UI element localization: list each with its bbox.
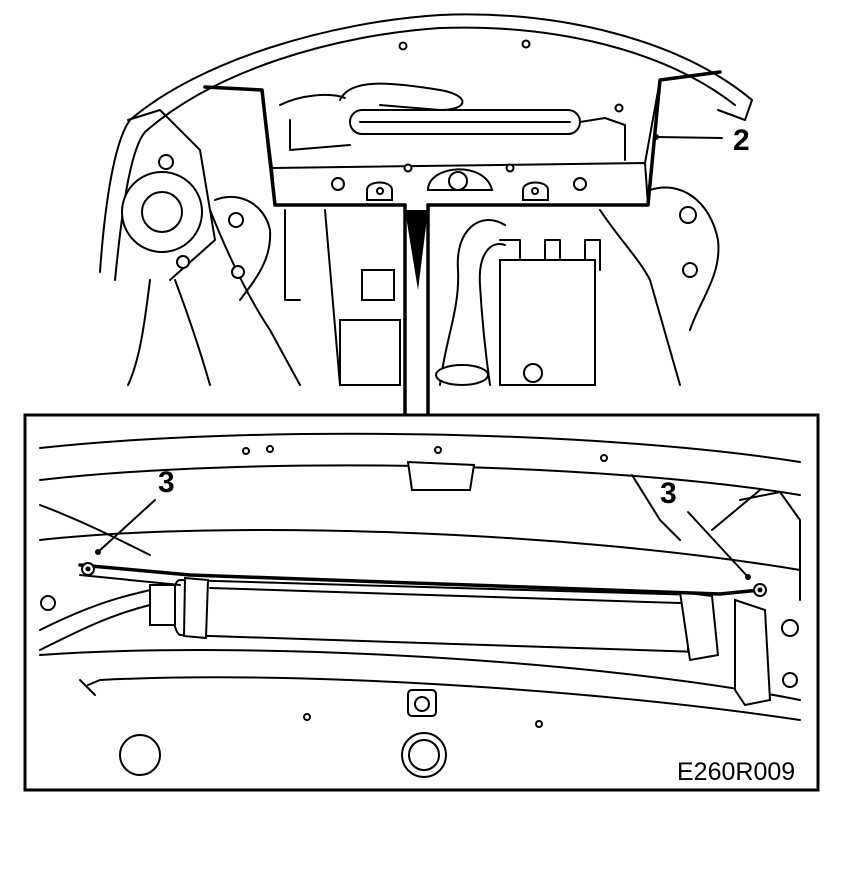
- leader-3-left: [97, 499, 156, 553]
- callout-2: 2: [733, 124, 750, 157]
- leader-3-right: [687, 511, 749, 578]
- callout-3-right: 3: [660, 477, 677, 510]
- callout-3-left: 3: [158, 466, 175, 499]
- detail-view-radiator-mount: [23, 413, 820, 792]
- component-2-tray-housing: [203, 70, 723, 207]
- detail-connector: [403, 203, 430, 417]
- reference-code: E260R009: [677, 758, 795, 786]
- overview-vehicle-underside: [99, 13, 753, 386]
- detail-focus-wedge: [405, 210, 428, 290]
